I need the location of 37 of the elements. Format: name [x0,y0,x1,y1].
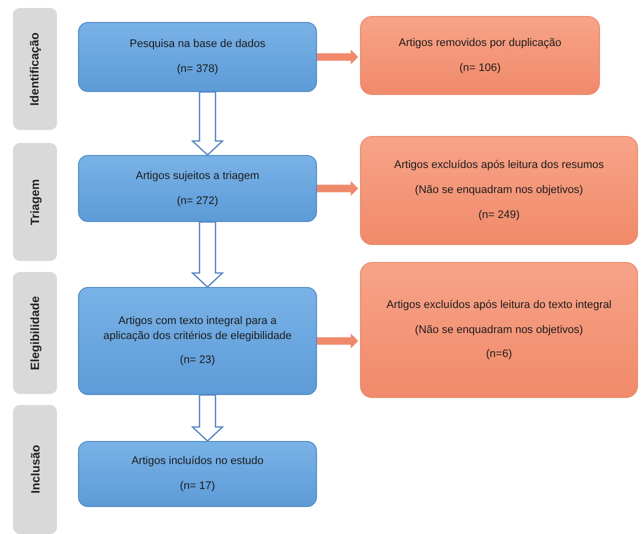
process-box [78,441,317,507]
exclusion-box [360,262,638,398]
box-text: (n= 106) [459,60,501,76]
stage-label-band [13,272,57,394]
stage-label-band [13,405,57,534]
block-arrow [316,181,358,196]
box-text: (n= 272) [176,194,218,208]
stage-label: Inclusão [26,445,43,494]
box-text: Artigos excluídos após leitura dos resumos [394,158,604,174]
process-box [78,287,317,395]
box-text: (n=6) [486,347,512,362]
exclusion-box [360,16,600,95]
box-text: (n= 23) [180,353,216,368]
block-arrow [316,50,358,64]
stage-label: Triagem [26,178,43,226]
stage-label: Identificação [26,32,43,106]
box-text: (n= 378) [176,62,218,77]
stage-label-band [13,8,57,130]
stage-label: Elegibilidade [26,296,43,370]
process-box [78,155,317,222]
stage-label-band [13,143,57,261]
exclusion-box [360,136,638,245]
box-text: (n= 249) [478,208,520,223]
block-arrow [316,334,358,348]
box-text: (n= 17) [180,479,216,494]
box-text: Pesquisa na base de dados [130,37,266,52]
hollow-arrow [190,91,224,156]
hollow-arrow [190,221,224,288]
box-text: Artigos com texto integral para a aplicação dos critérios de elegibilidade [102,314,293,344]
box-text: (Não se enquadram nos objetivos) [414,183,584,198]
box-text: (Não se enquadram nos objetivos) [414,322,584,338]
process-box [78,22,317,92]
hollow-arrow [190,394,224,442]
box-text: Artigos removidos por duplicação [398,36,562,50]
box-text: Artigos excluídos após leitura do texto integral [386,298,612,313]
box-text: Artigos incluídos no estudo [131,454,264,469]
box-text: Artigos sujeitos a triagem [136,168,260,184]
